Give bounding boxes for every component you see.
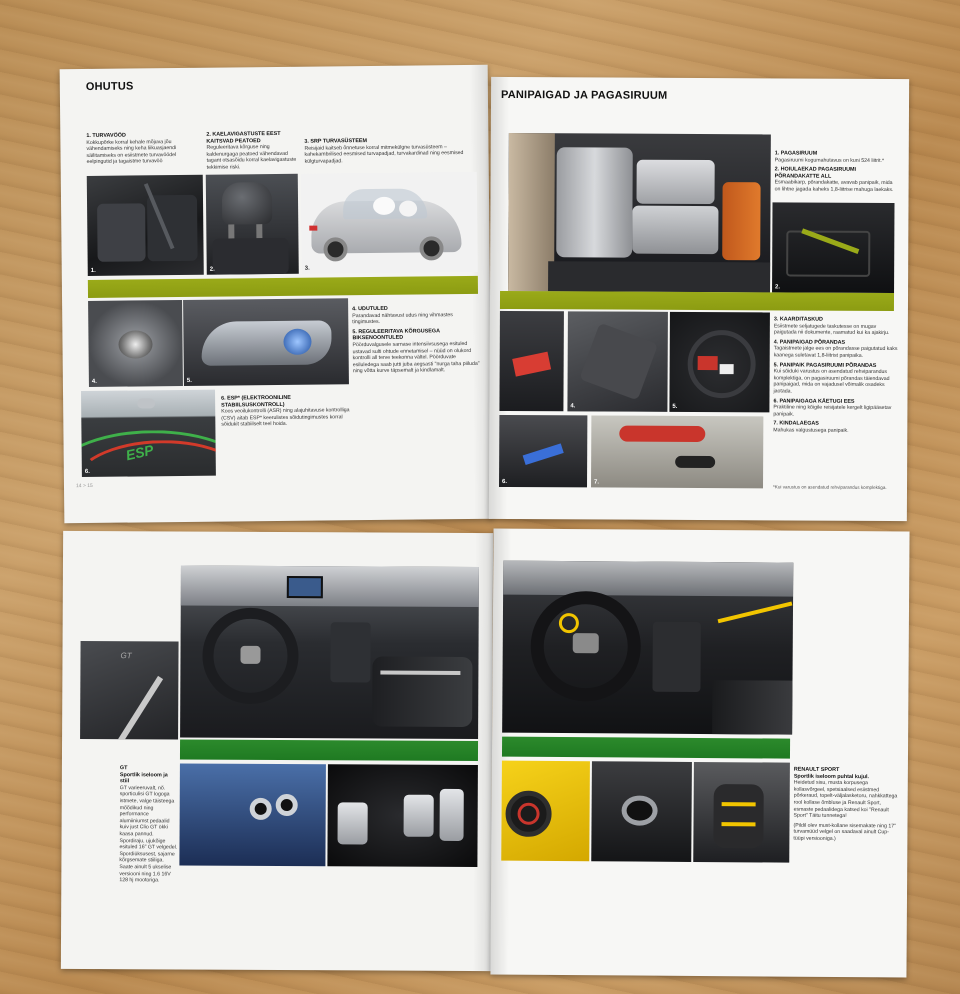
caption-body: Pöörduvalgusele sarnase intensiivsusega …: [352, 340, 480, 375]
caption-body: Praktiline ning kõigile reisijatele kerg…: [773, 404, 892, 418]
caption-body: Koos veoilukontrolli (ASR) ning alajuhit…: [221, 407, 350, 428]
photo-headrest: 2.: [205, 173, 299, 275]
caption-subtitle: Sportlik iseloom ja stiil: [119, 771, 168, 785]
green-divider-bar: [501, 736, 791, 759]
bottom-right-page: RENAULT SPORT Sportlik iseloom puhtal ku…: [490, 528, 910, 978]
photo-clio-gt-dashboard: [180, 565, 479, 740]
photo-number: 5.: [186, 377, 192, 384]
caption-note: (Pildil olev must-kollane sisemakate nin…: [793, 822, 896, 842]
caption-body: Tagaistmete jalge ees on põrandasse paig…: [773, 345, 898, 359]
caption-esp: 6. ESP* (ELEKTROONILINE STABIILSUSKONTRO…: [221, 394, 353, 431]
photo-sport-seats: [693, 761, 790, 863]
caption-seatbelts: 1. TURVAVÖÖD Kokkupõrke korral kehale mõ…: [86, 132, 201, 169]
photo-pedals: [327, 764, 478, 868]
footnote: *Kui varustus on asendatud rehviparandus…: [773, 484, 887, 490]
caption-srp: 3. SRP TURVASÜSTEEM Reisijaid kaitseb õn…: [304, 137, 476, 168]
photo-number: 3.: [304, 265, 310, 272]
caption-title: 5. REGULEERITAVA KÕRGUSEGA BIKSENOONTULE…: [352, 328, 440, 342]
photo-renault-sport-dashboard: [502, 560, 794, 735]
caption-storage-list: 3. KAARDITASKUD Esiistmete seljatugede t…: [773, 316, 898, 437]
caption-body: Kui sõiduki varustus on asendatud rehvip…: [773, 368, 890, 395]
green-divider-bar: [87, 275, 479, 298]
photo-number: 4.: [91, 378, 97, 385]
photo-glovebox: 7.: [591, 415, 764, 489]
photo-number: 1.: [90, 267, 96, 274]
caption-body: Pagasiruumi kogumahutavus on kuni 524 li…: [774, 156, 885, 164]
caption-body: Reisijaid kaitseb õnnetuse korral mitmek…: [304, 143, 464, 165]
photo-trunk-luggage: [508, 133, 771, 293]
photo-seatbelt: 1.: [86, 174, 204, 276]
caption-title: 2. HOIULAEKAD PAGASIRUUMI PÕRANDAKATTE A…: [774, 166, 857, 180]
green-divider-bar: [179, 739, 479, 762]
photo-number: 2.: [775, 284, 781, 291]
caption-title: 6. ESP* (ELEKTROONILINE STABIILSUSKONTRO…: [221, 394, 291, 409]
page-heading-storage: PANIPAIGAD JA PAGASIRUUM: [501, 88, 668, 102]
caption-body: Reguleeritava kõrguse ning kaldenurgaga …: [206, 144, 297, 171]
caption-foglights: 4. UDUTULED Parandavad nähtavust udus ni…: [352, 305, 481, 378]
photo-yellow-clio-wheel: [501, 760, 590, 862]
photo-foglight: 4.: [88, 299, 183, 387]
photo-number: 6.: [84, 468, 90, 476]
photo-spare-wheel-storage: 5.: [669, 311, 770, 413]
caption-body: Parandavad nähtavust udus ning vihmastes…: [352, 311, 453, 326]
photo-map-pockets: [499, 310, 564, 412]
top-left-page: OHUTUS 1. TURVAVÖÖD Kokkupõrke korral ke…: [59, 64, 493, 524]
green-divider-bar: [499, 290, 895, 312]
caption-title: 2. KAELAVIGASTUSTE EEST KAITSVAD PEATOED: [206, 130, 281, 145]
photo-exhaust: [179, 763, 326, 867]
photo-xenon-headlight: 5.: [183, 298, 349, 386]
caption-renault-sport: RENAULT SPORT Sportlik iseloom puhtal ku…: [793, 767, 900, 846]
caption-body: Kokkupõrke korral kehale mõjuva jõu vähe…: [86, 138, 177, 166]
photo-airbag-car: 3.: [300, 171, 478, 274]
caption-body: GT varieeruvalt, nõ. sporticulisi GT log…: [119, 784, 178, 884]
photo-number: 6.: [502, 478, 508, 485]
photo-number: 5.: [672, 403, 678, 410]
photo-number: 2.: [209, 266, 215, 273]
caption-gt: GT Sportlik iseloom ja stiil GT varieeru…: [119, 765, 178, 887]
caption-body: Esmaabikarp, põrandakatte, avavab panipa…: [774, 179, 894, 193]
caption-body: Mahukas valgustusega panipaik.: [773, 427, 849, 434]
page-heading-safety: OHUTUS: [85, 80, 134, 93]
page-folio: 14 > 15: [75, 482, 93, 490]
photo-underfloor-box: 2.: [772, 202, 895, 294]
photo-number: 4.: [570, 403, 576, 410]
caption-body: Heidetud sisu, musta korpusega kollasvõr…: [793, 779, 898, 820]
photo-armrest-storage: 6.: [499, 414, 588, 488]
bottom-left-page: GT GT Sportlik iseloom ja stiil GT varie…: [60, 530, 494, 972]
caption-headrests: 2. KAELAVIGASTUSTE EEST KAITSVAD PEATOED…: [206, 131, 301, 175]
photo-gt-seat: GT: [80, 640, 179, 740]
caption-trunk: 1. PAGASIRUUM Pagasiruumi kogumahutavus …: [775, 150, 899, 196]
photo-number: 7.: [594, 479, 600, 486]
caption-body: Esiistmete seljatugede taskutesse on mug…: [773, 322, 890, 337]
photo-air-vent: [591, 761, 692, 862]
photo-esp-road: ESP 6.: [81, 389, 216, 478]
top-right-page: PANIPAIGAD JA PAGASIRUUM 1. PAGASIRUUM P…: [488, 76, 910, 522]
photo-floor-storage: 4.: [567, 311, 668, 412]
